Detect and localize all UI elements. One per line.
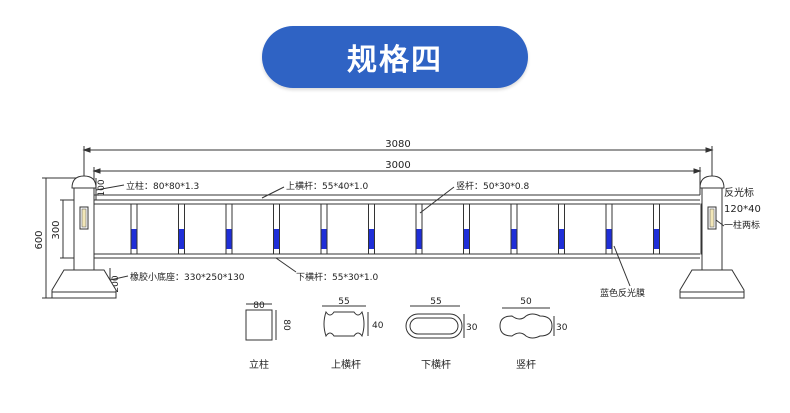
section-post: 80 80 立柱 [245, 301, 291, 371]
section-vertical-bar: 50 30 竖杆 [499, 297, 568, 371]
base-label: 橡胶小底座：330*250*130 [130, 271, 245, 283]
section-lower-rail-height: 30 [466, 323, 478, 333]
section-upper-rail-name: 上横杆 [331, 358, 361, 371]
section-lower-rail-name: 下横杆 [421, 358, 451, 371]
annotation-vertical-bar: 竖杆：50*30*0.8 [419, 180, 529, 214]
blue-reflective-film [131, 229, 137, 249]
annotation-upper-rail: 上横杆：55*40*1.0 [261, 180, 368, 199]
upper-rail [94, 194, 700, 205]
page-title: 规格四 [347, 43, 443, 78]
total-width-label: 3080 [385, 139, 410, 150]
vertical-bar-label: 竖杆：50*30*0.8 [456, 180, 529, 192]
blue-reflective-film [274, 229, 279, 249]
section-post-width: 80 [253, 301, 265, 311]
dimension-total-width: 3080 [82, 139, 714, 182]
section-lower-rail-width: 55 [430, 297, 441, 307]
blue-film-label: 蓝色反光膜 [600, 287, 645, 299]
section-lower-rail: 55 30 下横杆 [405, 297, 478, 371]
blue-reflective-film [321, 229, 327, 249]
section-upper-rail: 55 40 上横杆 [322, 297, 384, 371]
reflector-size: 120*40 [724, 204, 761, 215]
post-label: 立柱：80*80*1.3 [126, 180, 199, 192]
total-height-label: 600 [34, 230, 45, 249]
reflector-title: 反光标 [724, 186, 754, 199]
vertical-bars [130, 203, 708, 255]
section-vertical-bar-width: 50 [520, 297, 532, 307]
blue-reflective-film [559, 229, 564, 249]
dimension-post-top: 100 [95, 178, 107, 200]
section-post-name: 立柱 [249, 358, 269, 371]
blue-reflective-film [369, 229, 374, 249]
panel-height-label: 300 [51, 220, 62, 239]
reflector-note: 一柱两标 [724, 219, 760, 231]
blue-reflective-film [511, 229, 517, 249]
annotation-base: 橡胶小底座：330*250*130 [109, 271, 245, 283]
blue-reflective-film [226, 229, 232, 249]
left-post [51, 175, 117, 299]
blue-reflective-film [654, 229, 659, 249]
annotation-lower-rail: 下横杆：55*30*1.0 [275, 257, 378, 283]
section-upper-rail-height: 40 [372, 321, 384, 331]
blue-reflective-film [179, 229, 184, 249]
section-upper-rail-width: 55 [338, 297, 349, 307]
post-top-label: 100 [97, 179, 107, 196]
annotation-blue-film: 蓝色反光膜 [600, 245, 645, 299]
title-banner: 规格四 [262, 26, 528, 88]
right-post [679, 175, 745, 299]
base-height-label: 200 [111, 275, 121, 292]
section-vertical-bar-name: 竖杆 [516, 359, 536, 371]
blue-reflective-film [416, 229, 422, 249]
annotation-post: 立柱：80*80*1.3 [95, 180, 199, 192]
blue-reflective-film [464, 229, 469, 249]
annotation-reflector: 反光标 120*40 一柱两标 [715, 186, 761, 231]
lower-rail [94, 253, 700, 259]
upper-rail-label: 上横杆：55*40*1.0 [286, 180, 368, 192]
rail-width-label: 3000 [385, 160, 410, 171]
section-vertical-bar-height: 30 [556, 323, 568, 333]
lower-rail-label: 下横杆：55*30*1.0 [296, 271, 378, 283]
blue-reflective-film [606, 229, 612, 249]
section-post-height: 80 [281, 319, 291, 331]
